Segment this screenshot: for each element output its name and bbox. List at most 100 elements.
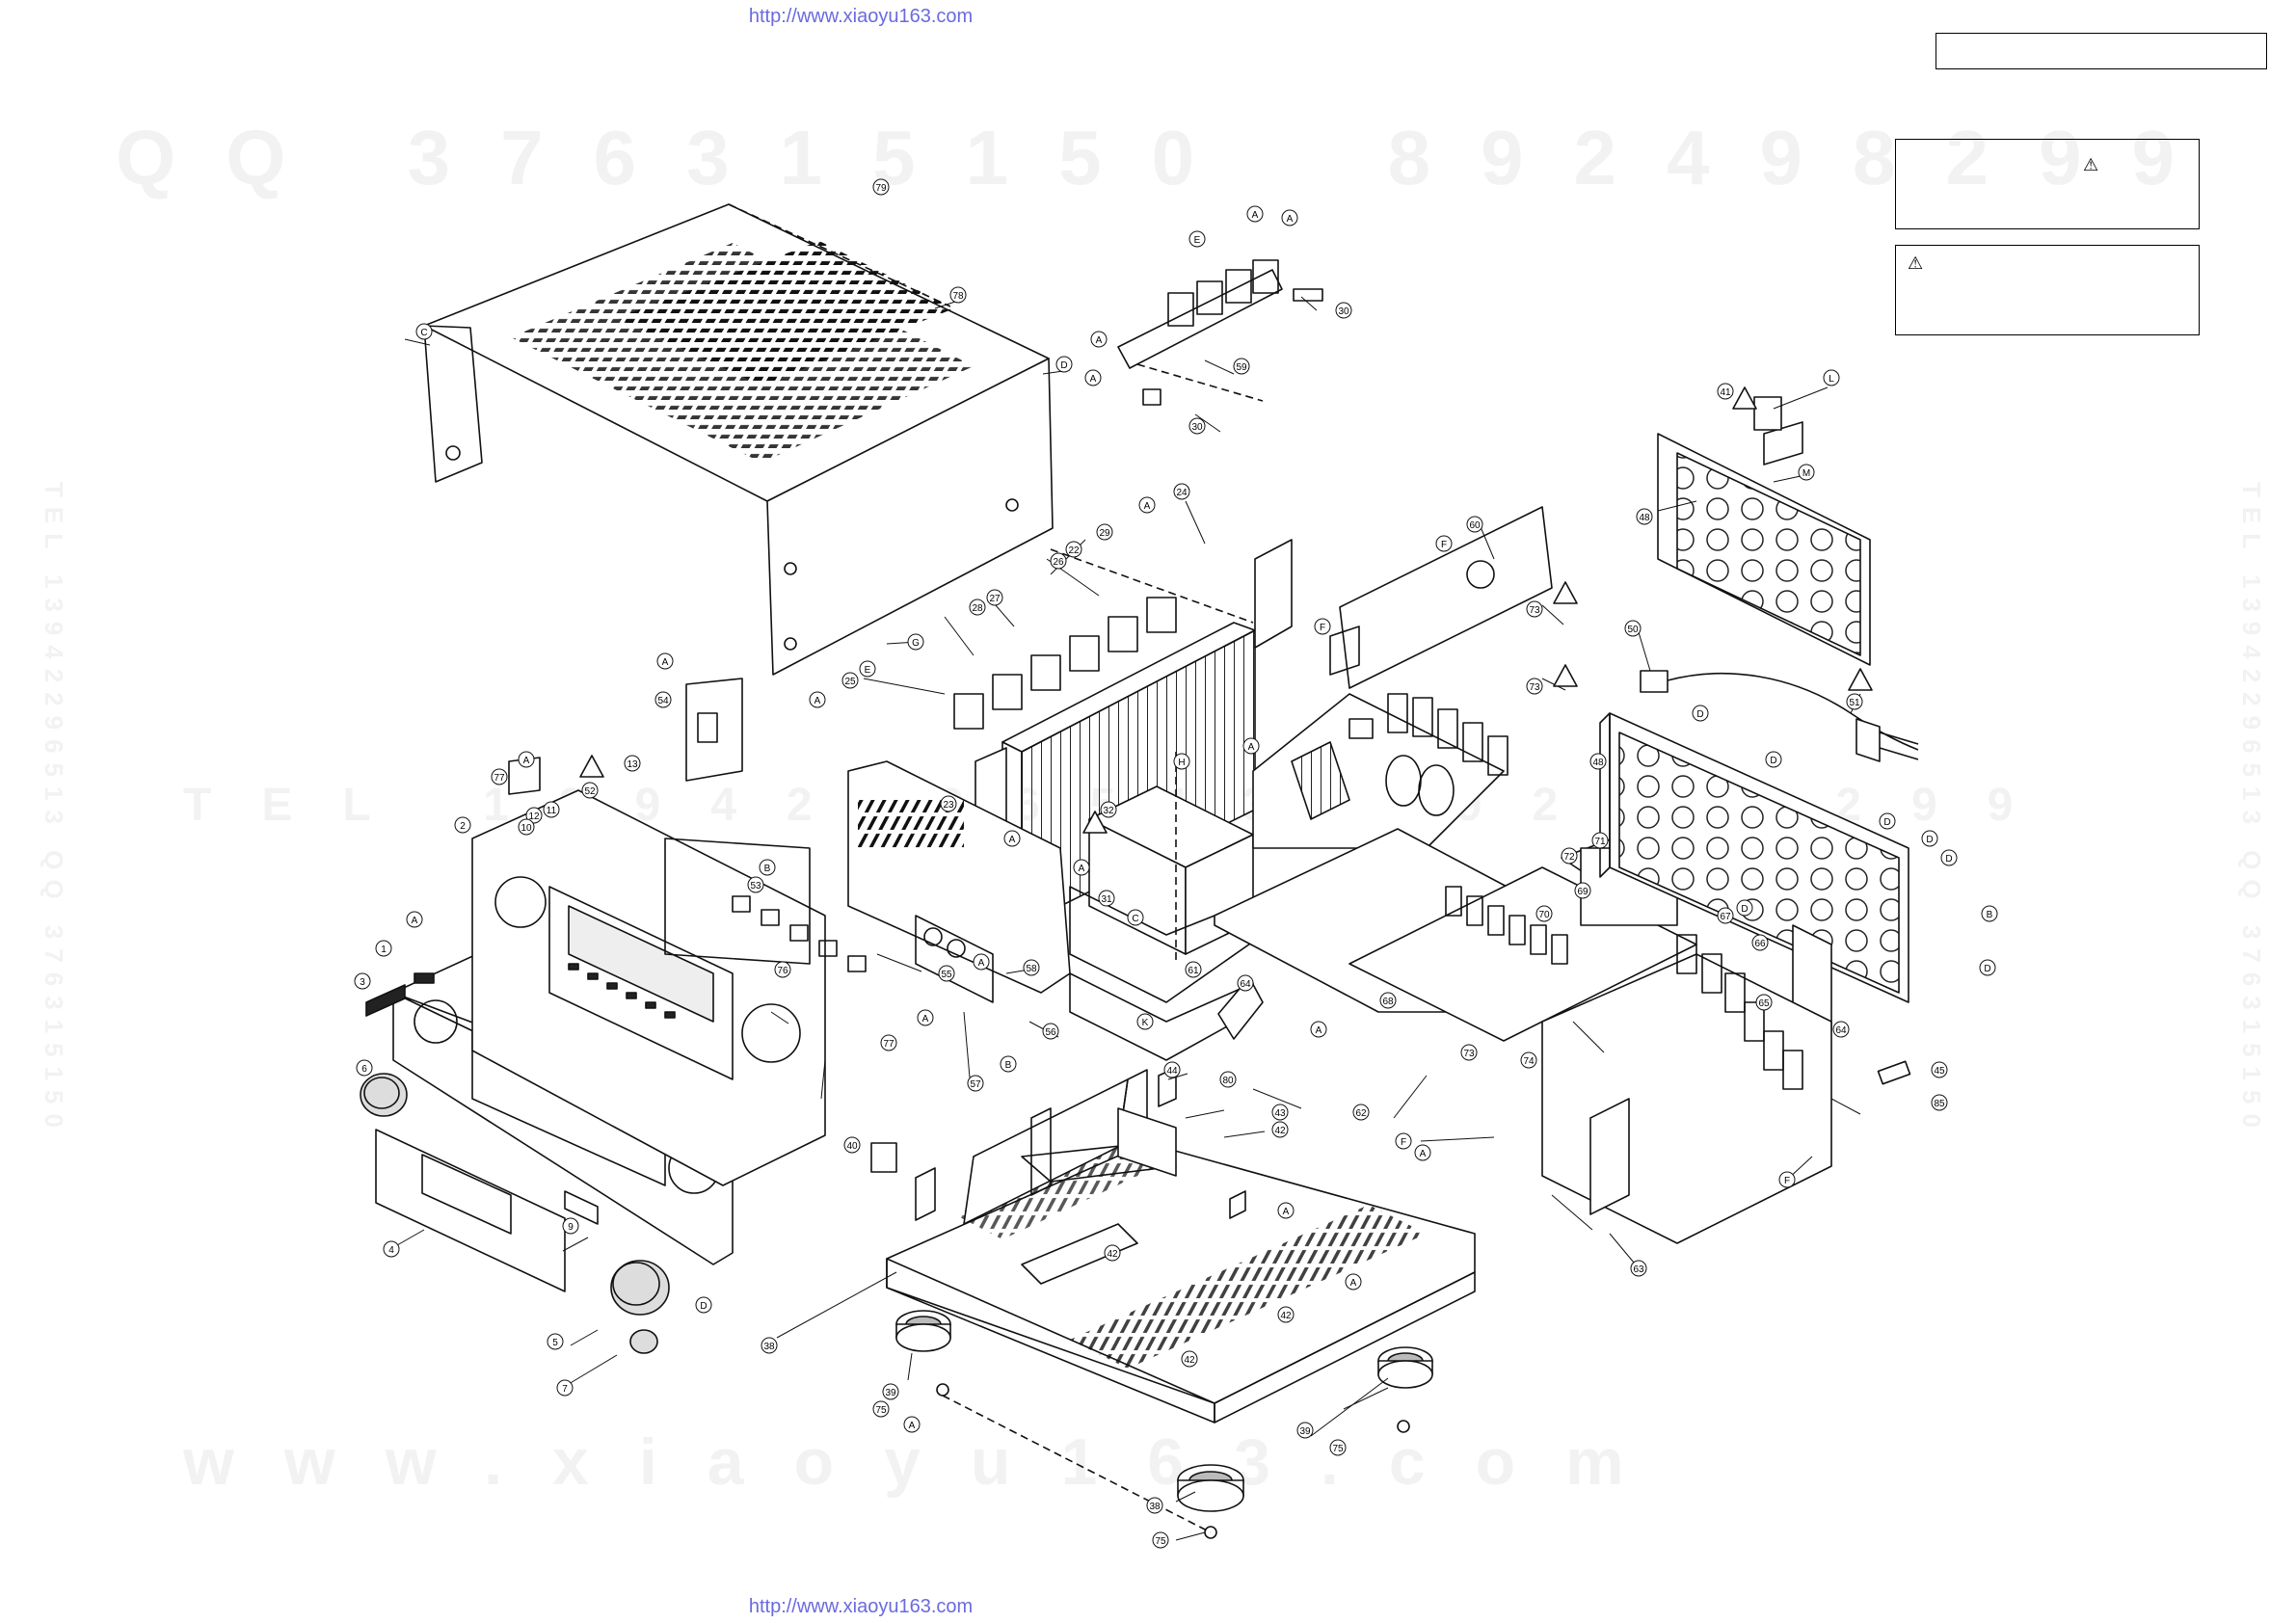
callout[interactable]: A xyxy=(1246,205,1264,223)
callout[interactable]: C xyxy=(415,323,433,340)
callout[interactable]: 64 xyxy=(1237,974,1254,992)
callout[interactable]: 73 xyxy=(1460,1044,1478,1061)
callout[interactable]: 4 xyxy=(383,1240,400,1258)
callout[interactable]: 77 xyxy=(880,1034,897,1051)
callout[interactable]: 77 xyxy=(491,768,508,785)
callout[interactable]: 57 xyxy=(967,1075,984,1092)
callout[interactable]: 52 xyxy=(581,782,599,799)
callout[interactable]: E xyxy=(1188,230,1206,248)
callout[interactable]: G xyxy=(907,633,924,651)
callout[interactable]: A xyxy=(1073,859,1090,876)
source-url-top[interactable]: http://www.xiaoyu163.com xyxy=(748,6,974,27)
callout[interactable]: D xyxy=(695,1296,712,1314)
callout[interactable]: 48 xyxy=(1636,508,1653,525)
callout[interactable]: 59 xyxy=(1233,358,1250,375)
callout[interactable]: 73 xyxy=(1526,600,1543,618)
callout[interactable]: 45 xyxy=(1931,1061,1948,1078)
callout[interactable]: 38 xyxy=(1146,1497,1163,1514)
callout[interactable]: 24 xyxy=(1173,483,1190,500)
callout[interactable]: 12 xyxy=(525,807,543,824)
callout[interactable]: B xyxy=(1981,905,1998,922)
callout[interactable]: D xyxy=(1979,959,1996,976)
callout[interactable]: 69 xyxy=(1574,882,1591,899)
callout[interactable]: 13 xyxy=(624,755,641,772)
callout[interactable]: A xyxy=(1242,737,1260,755)
callout[interactable]: 32 xyxy=(1100,801,1117,818)
callout[interactable]: 7 xyxy=(556,1379,574,1397)
callout[interactable]: 80 xyxy=(1219,1071,1237,1088)
callout[interactable]: 44 xyxy=(1163,1061,1181,1078)
callout[interactable]: 38 xyxy=(761,1337,778,1354)
callout[interactable]: A xyxy=(1090,331,1108,348)
callout[interactable]: 42 xyxy=(1104,1244,1121,1262)
callout[interactable]: 53 xyxy=(747,876,764,893)
callout[interactable]: F xyxy=(1314,618,1331,635)
callout[interactable]: A xyxy=(1003,830,1021,847)
callout[interactable]: 39 xyxy=(1296,1422,1314,1439)
callout[interactable]: 11 xyxy=(543,801,560,818)
callout[interactable]: L xyxy=(1823,369,1840,386)
callout[interactable]: D xyxy=(1940,849,1958,866)
callout[interactable]: 56 xyxy=(1042,1023,1059,1040)
callout[interactable]: K xyxy=(1136,1013,1154,1030)
callout[interactable]: D xyxy=(1736,899,1753,917)
callout[interactable]: 29 xyxy=(1096,523,1113,541)
callout[interactable]: 61 xyxy=(1185,961,1202,978)
callout[interactable]: A xyxy=(917,1009,934,1026)
callout[interactable]: 42 xyxy=(1181,1350,1198,1368)
callout[interactable]: A xyxy=(1345,1273,1362,1290)
callout[interactable]: B xyxy=(759,859,776,876)
callout[interactable]: 74 xyxy=(1520,1051,1537,1069)
callout[interactable]: 25 xyxy=(841,672,859,689)
callout[interactable]: 55 xyxy=(938,965,955,982)
callout[interactable]: 75 xyxy=(1329,1439,1347,1456)
callout[interactable]: 6 xyxy=(356,1059,373,1077)
callout[interactable]: A xyxy=(973,953,990,971)
callout[interactable]: 23 xyxy=(940,795,957,812)
callout[interactable]: A xyxy=(1277,1202,1295,1219)
callout[interactable]: D xyxy=(1055,356,1073,373)
callout[interactable]: 64 xyxy=(1832,1021,1850,1038)
callout[interactable]: 31 xyxy=(1098,890,1115,907)
callout[interactable]: 10 xyxy=(518,818,535,836)
callout[interactable]: 75 xyxy=(1152,1531,1169,1549)
callout[interactable]: 43 xyxy=(1271,1104,1289,1121)
callout[interactable]: H xyxy=(1173,753,1190,770)
callout[interactable]: 71 xyxy=(1591,832,1609,849)
callout[interactable]: A xyxy=(1084,369,1102,386)
callout[interactable]: 30 xyxy=(1188,417,1206,435)
callout[interactable]: 48 xyxy=(1589,753,1607,770)
callout[interactable]: F xyxy=(1395,1132,1412,1150)
callout[interactable]: 62 xyxy=(1352,1104,1370,1121)
callout[interactable]: 27 xyxy=(986,589,1003,606)
callout[interactable]: 30 xyxy=(1335,302,1352,319)
callout[interactable]: 3 xyxy=(354,972,371,990)
callout[interactable]: F xyxy=(1778,1171,1796,1188)
callout[interactable]: 73 xyxy=(1526,678,1543,695)
callout[interactable]: 28 xyxy=(969,599,986,616)
callout[interactable]: 39 xyxy=(882,1383,899,1400)
callout[interactable]: 42 xyxy=(1277,1306,1295,1323)
callout[interactable]: 76 xyxy=(774,961,791,978)
callout[interactable]: 68 xyxy=(1379,992,1397,1009)
callout[interactable]: 54 xyxy=(654,691,672,708)
callout[interactable]: F xyxy=(1435,535,1453,552)
callout[interactable]: A xyxy=(656,652,674,670)
callout[interactable]: 78 xyxy=(949,286,967,304)
callout[interactable]: A xyxy=(1138,496,1156,514)
callout[interactable]: 58 xyxy=(1023,959,1040,976)
callout[interactable]: 60 xyxy=(1466,516,1483,533)
callout[interactable]: 63 xyxy=(1630,1260,1647,1277)
callout[interactable]: 22 xyxy=(1065,541,1082,558)
callout[interactable]: 65 xyxy=(1755,994,1773,1011)
callout[interactable]: 79 xyxy=(872,178,890,196)
source-url-bottom[interactable]: http://www.xiaoyu163.com xyxy=(748,1596,974,1617)
callout[interactable]: 1 xyxy=(375,940,392,957)
callout[interactable]: A xyxy=(1281,209,1298,226)
callout[interactable]: E xyxy=(859,660,876,678)
callout[interactable]: D xyxy=(1921,830,1938,847)
callout[interactable]: A xyxy=(518,751,535,768)
callout[interactable]: 42 xyxy=(1271,1121,1289,1138)
callout[interactable]: A xyxy=(1310,1021,1327,1038)
callout[interactable]: B xyxy=(1000,1055,1017,1073)
